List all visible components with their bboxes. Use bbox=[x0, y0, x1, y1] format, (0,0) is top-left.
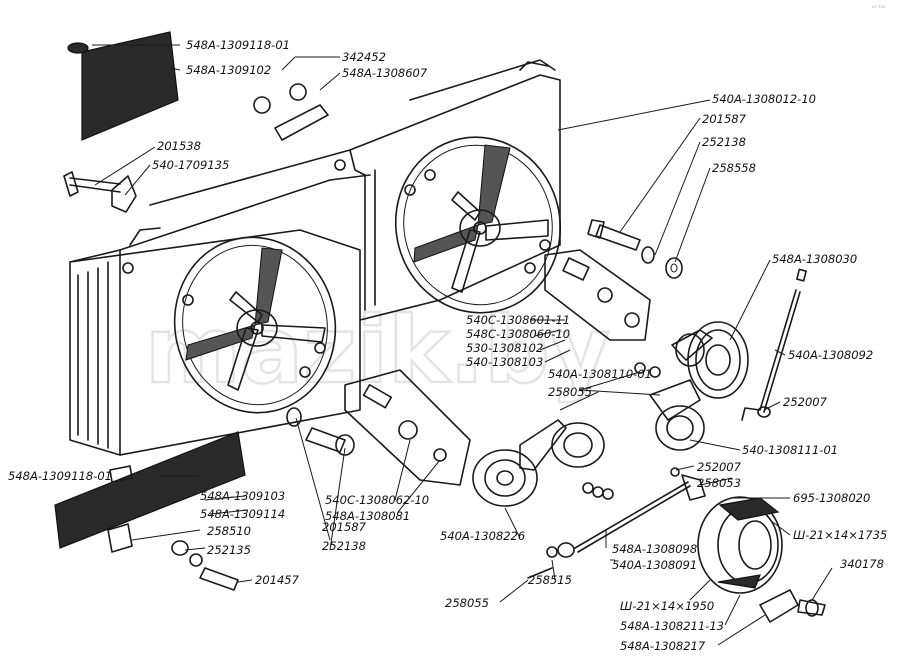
label-540c-1308062-10: 540С-1308062-10 bbox=[325, 493, 429, 507]
label-258055-mid: 258055 bbox=[548, 385, 592, 399]
bracket-plate-lower bbox=[344, 369, 471, 486]
label-201587-top: 201587 bbox=[702, 112, 747, 126]
label-540c-1308601-11: 540С-1308601-11 bbox=[466, 313, 570, 327]
label-540a-1308110-01: 540А-1308110-01 bbox=[548, 367, 652, 381]
label-sh-21x14x1735: Ш-21×14×1735 bbox=[793, 528, 887, 542]
label-540-1709135: 540-1709135 bbox=[152, 158, 229, 172]
label-252135: 252135 bbox=[207, 543, 251, 557]
label-548a-1308081: 548А-1308081 bbox=[325, 509, 410, 523]
part-labels: 548А-1309118-01 548А-1309102 342452 548А… bbox=[8, 38, 887, 653]
label-252138-mid: 252138 bbox=[322, 539, 366, 553]
adjusting-rod bbox=[741, 268, 807, 421]
left-fan bbox=[185, 247, 326, 391]
leader-lines bbox=[92, 44, 833, 646]
label-340178: 340178 bbox=[840, 557, 884, 571]
tensioner-group bbox=[634, 362, 705, 451]
idler-pulley-group bbox=[472, 419, 614, 507]
label-540a-1308092: 540А-1308092 bbox=[788, 348, 873, 362]
bolt-group-top-right bbox=[587, 219, 683, 279]
label-201538: 201538 bbox=[157, 139, 201, 153]
label-540a-1308012-10: 540А-1308012-10 bbox=[712, 92, 816, 106]
seal-strip-bottom bbox=[54, 431, 246, 549]
label-252007-rod: 252007 bbox=[783, 395, 828, 409]
top-bracket-parts bbox=[63, 83, 329, 213]
label-530-1308102: 530-1308102 bbox=[466, 341, 543, 355]
label-548a-1308098: 548А-1308098 bbox=[612, 542, 697, 556]
label-548a-1308211-13: 548А-1308211-13 bbox=[620, 619, 724, 633]
label-201457: 201457 bbox=[255, 573, 300, 587]
label-548a-1309118-01-top: 548А-1309118-01 bbox=[186, 38, 290, 52]
label-548a-1309114: 548А-1309114 bbox=[200, 507, 285, 521]
label-258515: 258515 bbox=[528, 573, 572, 587]
seal-pad-top bbox=[67, 31, 179, 141]
label-sh-21x14x1950: Ш-21×14×1950 bbox=[620, 599, 714, 613]
label-540a-1308226: 540А-1308226 bbox=[440, 529, 525, 543]
small-parts-bottom-left bbox=[107, 523, 239, 591]
label-258510: 258510 bbox=[207, 524, 251, 538]
label-548a-1308217: 548А-1308217 bbox=[620, 639, 706, 653]
corner-mark: ᶜ⁰ ᵀᵁʳ bbox=[872, 5, 886, 12]
label-548a-1308607: 548А-1308607 bbox=[342, 66, 428, 80]
pulley-upper bbox=[671, 321, 749, 399]
label-695-1308020: 695-1308020 bbox=[793, 491, 870, 505]
label-258053: 258053 bbox=[697, 476, 741, 490]
right-fan bbox=[413, 144, 549, 293]
label-342452: 342452 bbox=[342, 50, 386, 64]
label-252007-lower: 252007 bbox=[697, 460, 742, 474]
bracket-plate-upper bbox=[544, 249, 651, 341]
watermark-text: mazik.by bbox=[145, 297, 610, 404]
label-540a-1308091: 540А-1308091 bbox=[612, 558, 697, 572]
clutch-pulley bbox=[697, 496, 783, 594]
label-258055-bottom: 258055 bbox=[445, 596, 489, 610]
label-548a-1309103: 548А-1309103 bbox=[200, 489, 285, 503]
label-201587-mid: 201587 bbox=[322, 520, 367, 534]
bolt-group-middle bbox=[286, 407, 355, 456]
radiator-assembly bbox=[69, 59, 562, 456]
label-540-1308103: 540-1308103 bbox=[466, 355, 543, 369]
label-252138-top: 252138 bbox=[702, 135, 746, 149]
tension-rod-lower bbox=[527, 467, 706, 579]
label-548a-1309102: 548А-1309102 bbox=[186, 63, 271, 77]
label-548a-1309118-01-bottom: 548А-1309118-01 bbox=[8, 469, 112, 483]
label-548c-1308060-10: 548С-1308060-10 bbox=[466, 327, 570, 341]
label-548a-1308030: 548А-1308030 bbox=[772, 252, 857, 266]
label-540-1308111-01: 540-1308111-01 bbox=[742, 443, 838, 457]
label-258558: 258558 bbox=[712, 161, 756, 175]
